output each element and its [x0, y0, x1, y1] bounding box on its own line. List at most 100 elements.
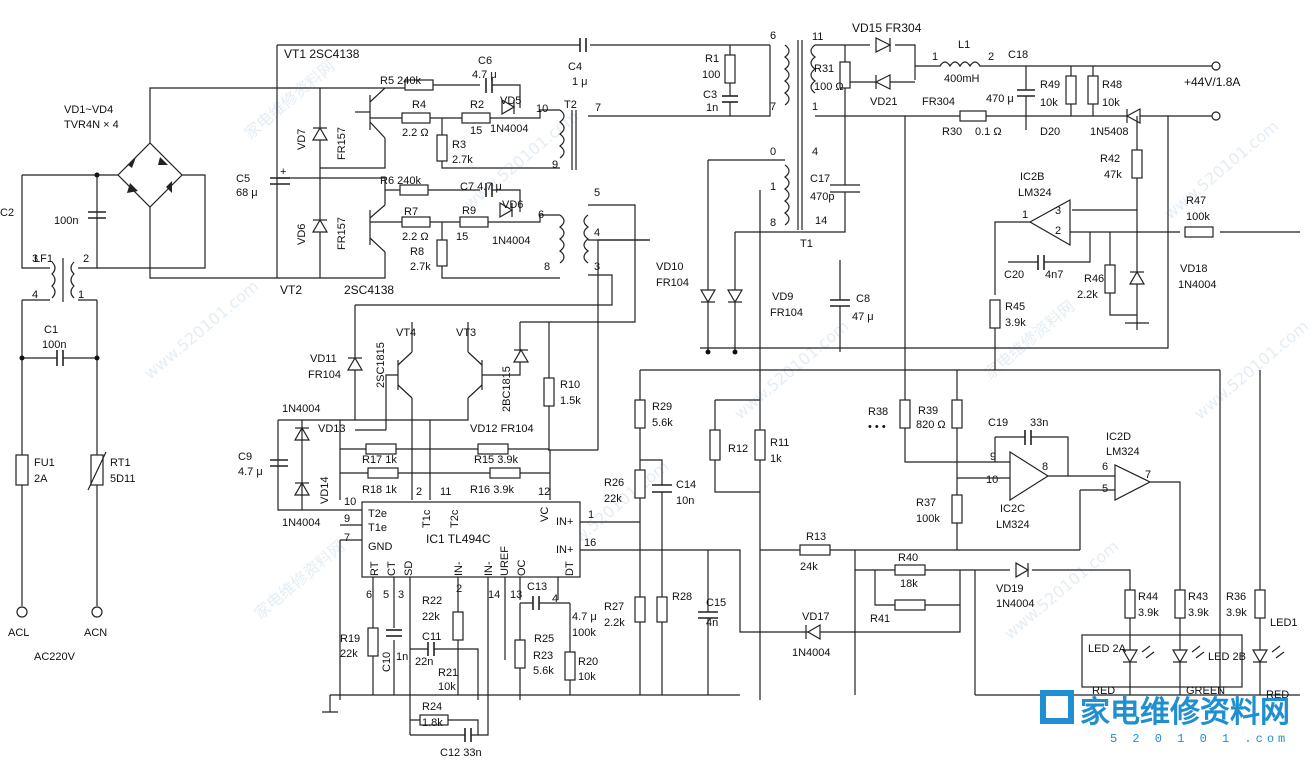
r37-value: 100k: [916, 513, 940, 525]
ic1-pin11: 11: [440, 486, 451, 498]
r2-label: R2: [470, 99, 484, 111]
pin3: 3: [32, 253, 38, 265]
r21-value: 10k: [438, 681, 456, 693]
t1-pin14: 14: [815, 215, 827, 227]
c11-label: C11: [422, 631, 441, 643]
r12-label: R12: [728, 443, 748, 455]
brand-logo: 家电维修资料网 5 2 0 1 0 1 .com: [1040, 690, 1290, 746]
r20-value: 10k: [578, 671, 596, 683]
c5-label: C5: [236, 173, 250, 185]
half-bridge-section: + C5 68 μ VD7 FR157 VD6 FR157 R5 240k R4…: [236, 30, 776, 323]
r2-value: 15: [470, 125, 482, 137]
ic1-t2e: T2e: [368, 508, 387, 520]
c17-label: C17: [810, 173, 830, 185]
r7-value: 2.2 Ω: [402, 231, 429, 243]
r28-label: R28: [672, 591, 692, 603]
led1-label: LED1: [1270, 617, 1298, 629]
ic1-pin10: 10: [344, 496, 356, 508]
r42-label: R42: [1100, 153, 1120, 165]
t1-pin0: 0: [770, 146, 776, 158]
r46-value: 2.2k: [1077, 289, 1098, 301]
brand-url: 5 2 0 1 0 1 .com: [1110, 732, 1289, 746]
ic1-inm2: IN-: [483, 561, 495, 576]
r4-label: R4: [412, 99, 426, 111]
acl-terminal: ACL: [8, 627, 29, 639]
r49-value: 10k: [1040, 97, 1058, 109]
r27-value: 2.2k: [604, 617, 625, 629]
ic2d-pin6: 6: [1102, 461, 1108, 473]
r46-label: R46: [1084, 273, 1104, 285]
r24-label: R24: [422, 701, 442, 713]
r10-label: R10: [560, 379, 580, 391]
r4-value: 2.2 Ω: [402, 127, 429, 139]
r5-label: R5 240k: [380, 75, 421, 87]
r44-label: R44: [1138, 591, 1158, 603]
ic1-sd: SD: [403, 561, 415, 576]
r39-value: 820 Ω: [916, 419, 946, 431]
r1-value: 100: [702, 69, 720, 81]
fu1-value: 2A: [34, 473, 48, 485]
d20-label: D20: [1040, 126, 1060, 138]
t2-pin6: 6: [538, 209, 544, 221]
vt4-part: 2SC1815: [375, 342, 387, 388]
r43-label: R43: [1188, 591, 1208, 603]
ic2d-label: IC2D: [1106, 431, 1131, 443]
c20-label: C20: [1004, 269, 1024, 281]
r30-value: 0.1 Ω: [975, 126, 1002, 138]
t2-pin4: 4: [594, 227, 600, 239]
r29-label: R29: [652, 401, 672, 413]
watermark-url: www.520101.com: [1160, 116, 1282, 223]
t2-pin7: 7: [595, 102, 601, 114]
t2-label: T2: [564, 99, 577, 111]
ic2b-label: IC2B: [1020, 171, 1044, 183]
r43-value: 3.9k: [1188, 607, 1209, 619]
acn-terminal: ACN: [84, 627, 107, 639]
c4-value: 1 μ: [572, 76, 588, 88]
r18-label: R18 1k: [362, 484, 397, 496]
brand-text: 家电维修资料网: [1080, 695, 1290, 730]
vd21-label: VD21: [870, 96, 898, 108]
ic1-t1c: T1c: [421, 509, 433, 528]
ic2d-pin5: 5: [1102, 483, 1108, 495]
c8-value: 47 μ: [852, 311, 874, 323]
ic1-ct: CT: [386, 561, 398, 576]
r19-label: R19: [340, 633, 360, 645]
r15-label: R15 3.9k: [474, 454, 519, 466]
t1-pin6: 6: [770, 30, 776, 42]
r3-value: 2.7k: [452, 154, 473, 166]
vd6-label: VD6: [296, 224, 308, 245]
r48-value: 10k: [1102, 97, 1120, 109]
ic2b-pin2: 2: [1055, 225, 1061, 237]
c6-value: 4.7 μ: [472, 69, 497, 81]
ic1-pin2: 2: [416, 486, 422, 498]
t2-pin3: 3: [594, 261, 600, 273]
r23-value: 5.6k: [533, 665, 554, 677]
vd9-label: VD9: [772, 291, 793, 303]
r21-label: R21: [438, 667, 458, 679]
r27-label: R27: [604, 601, 624, 613]
pin4: 4: [32, 289, 38, 301]
vt2-part: 2SC4138: [344, 283, 394, 297]
vd9-part: FR104: [770, 307, 803, 319]
ic2c-label: IC2C: [1000, 503, 1025, 515]
ic1-rt: RT: [369, 561, 381, 576]
vd11-part: FR104: [308, 369, 341, 381]
driver-section: VD11 FR104 VT4 2SC1815 VT3 2BC1815 VD12 …: [238, 239, 650, 529]
watermark-text: 家电维修资料网: [240, 57, 338, 144]
r39-label: R39: [918, 405, 938, 417]
rt1-value: 5D11: [110, 473, 135, 485]
r17-label: R17 1k: [362, 454, 397, 466]
c17-value: 470p: [810, 191, 834, 203]
r47-label: R47: [1186, 195, 1206, 207]
r11-value: 1k: [770, 453, 782, 465]
ic1-pin14: 14: [488, 589, 500, 601]
led-section: R44 3.9k R43 3.9k R36 3.9k LED1 LED 2A L…: [974, 370, 1300, 701]
aux-supply-section: VD10 FR104 VD9 FR104 C8 47 μ: [656, 159, 874, 700]
t2-pin9: 9: [552, 159, 558, 171]
ic1-inm1: IN-: [453, 561, 465, 576]
r40-label: R40: [898, 552, 918, 564]
vd12-label: VD12 FR104: [470, 423, 534, 435]
c5-value: 68 μ: [236, 187, 258, 199]
ic1-label: IC1 TL494C: [426, 532, 491, 546]
tvr-label: TVR4N × 4: [64, 119, 119, 131]
